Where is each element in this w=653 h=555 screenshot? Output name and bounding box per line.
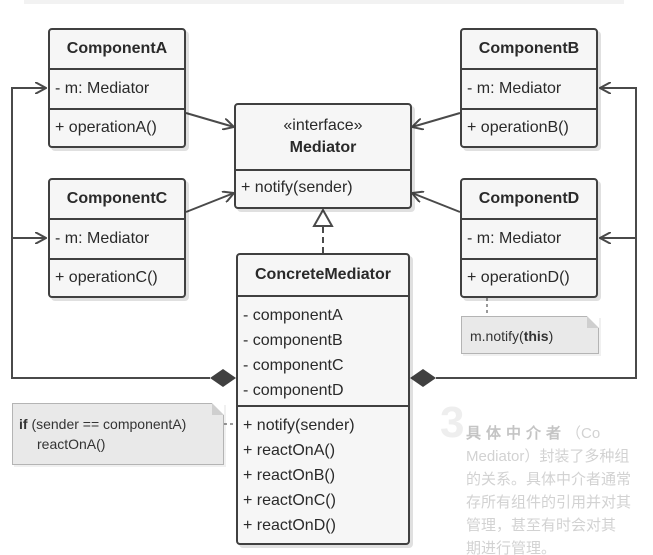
component-d-name: ComponentD: [462, 180, 596, 220]
note-notify-suffix: ): [548, 328, 554, 344]
component-b-name: ComponentB: [462, 30, 596, 70]
note-if-body: reactOnA(): [37, 436, 106, 452]
method-notify: + notify(sender): [243, 417, 355, 434]
side-line-5: 期进行管理。: [466, 540, 557, 555]
note-notify-keyword: this: [523, 328, 549, 344]
mediator-method: + notify(sender): [241, 179, 353, 196]
component-d-method: + operationD(): [467, 269, 570, 286]
concrete-mediator-class: ConcreteMediator - componentA - componen…: [236, 253, 410, 545]
component-b-class: ComponentB - m: Mediator + operationB(): [460, 28, 598, 148]
component-c-class: ComponentC - m: Mediator + operationC(): [48, 178, 186, 298]
component-b-field: - m: Mediator: [462, 70, 596, 110]
side-line-2: 的关系。具体中介者通常: [466, 471, 632, 488]
component-c-field: - m: Mediator: [50, 220, 184, 260]
note-if-condition: (sender == componentA): [27, 416, 187, 432]
note-if-fold-icon: [212, 403, 224, 415]
component-a-field: - m: Mediator: [50, 70, 184, 110]
side-heading: 具体中介者: [466, 425, 567, 442]
assoc-b-to-mediator: [412, 112, 461, 127]
component-c-name: ComponentC: [50, 180, 184, 220]
concrete-mediator-methods: + notify(sender) + reactOnA() + reactOnB…: [238, 407, 408, 543]
field-component-a: - componentA: [243, 307, 343, 324]
method-react-on-d: + reactOnD(): [243, 517, 336, 534]
step-number: 3: [440, 404, 465, 447]
side-line-1: Mediator）封装了多种组: [466, 448, 630, 465]
component-b-method: + operationB(): [467, 119, 569, 136]
composition-left-diamond: [210, 369, 236, 387]
composition-left-line: [11, 88, 210, 379]
side-description: 3 具体中介者（Co Mediator）封装了多种组 的关系。具体中介者通常 存…: [440, 404, 653, 555]
concrete-mediator-name: ConcreteMediator: [238, 255, 408, 297]
note-notify-fold-icon: [587, 316, 599, 328]
field-component-c: - componentC: [243, 357, 344, 374]
mediator-name: Mediator: [289, 139, 357, 156]
mediator-stereotype: «interface»: [283, 117, 363, 134]
component-d-class: ComponentD - m: Mediator + operationD(): [460, 178, 598, 298]
side-description-text: 具体中介者（Co Mediator）封装了多种组 的关系。具体中介者通常 存所有…: [466, 422, 653, 555]
field-component-b: - componentB: [243, 332, 343, 349]
top-divider: [24, 0, 624, 4]
realization-triangle: [312, 207, 334, 227]
component-a-method: + operationA(): [55, 119, 157, 136]
component-d-field: - m: Mediator: [462, 220, 596, 260]
assoc-c-to-mediator: [185, 193, 234, 213]
note-if-keyword: if: [19, 416, 28, 432]
side-line-3: 存所有组件的引用并对其: [466, 494, 632, 511]
component-c-method: + operationC(): [55, 269, 158, 286]
method-react-on-b: + reactOnB(): [243, 467, 336, 484]
note-notify-prefix: m.notify(: [470, 328, 524, 344]
field-component-d: - componentD: [243, 382, 344, 399]
component-a-name: ComponentA: [50, 30, 184, 70]
mediator-header: «interface» Mediator: [236, 105, 410, 171]
method-react-on-c: + reactOnC(): [243, 492, 336, 509]
note-if: if (sender == componentA) reactOnA(): [12, 403, 224, 465]
mediator-interface: «interface» Mediator + notify(sender): [234, 103, 412, 209]
side-line-4: 管理，甚至有时会对其: [466, 517, 617, 534]
concrete-mediator-fields: - componentA - componentB - componentC -…: [238, 297, 408, 407]
method-react-on-a: + reactOnA(): [243, 442, 336, 459]
side-line-0: （Co: [566, 425, 601, 442]
composition-right-line: [436, 88, 637, 379]
composition-right-diamond: [410, 369, 436, 387]
assoc-a-to-mediator: [185, 112, 234, 127]
component-a-class: ComponentA - m: Mediator + operationA(): [48, 28, 186, 148]
note-notify: m.notify(this): [461, 316, 599, 354]
assoc-d-to-mediator: [412, 193, 461, 213]
